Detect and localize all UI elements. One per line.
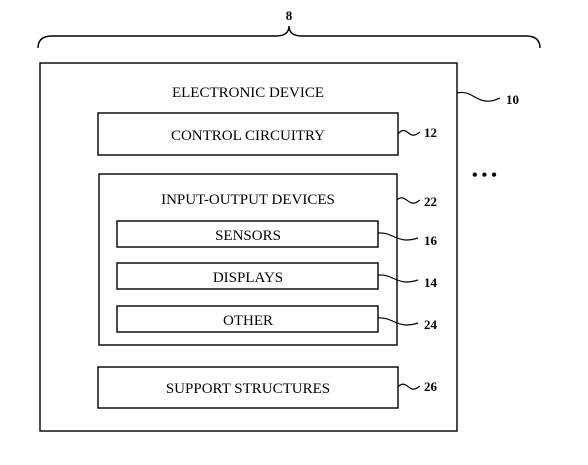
support-structures-ref: 26 bbox=[424, 379, 438, 394]
displays-ref: 14 bbox=[424, 275, 438, 290]
sensors-ref: 16 bbox=[424, 233, 438, 248]
other-leader bbox=[377, 317, 419, 326]
electronic-device-box bbox=[39, 62, 458, 432]
system-brace bbox=[37, 25, 541, 49]
input-output-devices-ref: 22 bbox=[424, 194, 437, 209]
control-circuitry-leader bbox=[397, 129, 421, 136]
electronic-device-leader bbox=[456, 91, 501, 102]
displays-box bbox=[116, 262, 379, 290]
sensors-label: SENSORS bbox=[215, 228, 281, 244]
other-ref: 24 bbox=[424, 317, 438, 332]
support-structures-box bbox=[97, 366, 399, 409]
sensors-leader bbox=[377, 232, 419, 241]
control-circuitry-label: CONTROL CIRCUITRY bbox=[171, 128, 325, 144]
ellipsis-more-devices: • • • bbox=[472, 167, 497, 184]
input-output-devices-box bbox=[98, 173, 398, 346]
input-output-devices-leader bbox=[396, 197, 421, 204]
electronic-device-ref: 10 bbox=[506, 92, 519, 107]
displays-label: DISPLAYS bbox=[213, 270, 283, 286]
displays-leader bbox=[377, 274, 419, 283]
support-structures-label: SUPPORT STRUCTURES bbox=[166, 381, 330, 397]
other-box bbox=[116, 305, 379, 333]
input-output-devices-label: INPUT-OUTPUT DEVICES bbox=[161, 192, 335, 208]
system-ref-number: 8 bbox=[286, 8, 293, 23]
sensors-box bbox=[116, 220, 379, 248]
electronic-device-label: ELECTRONIC DEVICE bbox=[172, 85, 324, 101]
control-circuitry-ref: 12 bbox=[424, 125, 437, 140]
support-structures-leader bbox=[397, 383, 421, 390]
other-label: OTHER bbox=[223, 313, 273, 329]
